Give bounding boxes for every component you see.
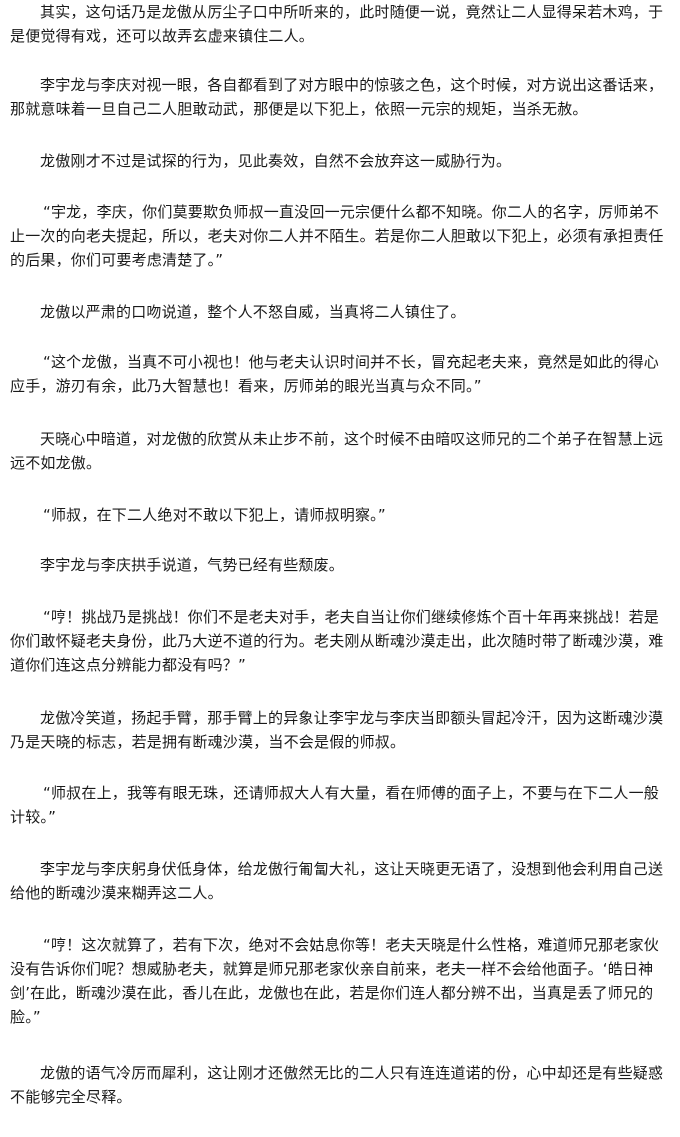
paragraph-4: “宇龙，李庆，你们莫要欺负师叔一直没回一元宗便什么都不知晓。你二人的名字，厉师弟… [10, 203, 664, 269]
paragraph-12: “师叔在上，我等有眼无珠，还请师叔大人有大量，看在师傅的面子上，不要与在下二人一… [10, 784, 659, 826]
paragraph-8: “师叔，在下二人绝对不敢以下犯上，请师叔明察。” [43, 506, 386, 524]
paragraph-14: “哼！这次就算了，若有下次，绝对不会姑息你等！老夫天晓是什么性格，难道师兄那老家… [10, 936, 659, 1026]
paragraph-11: 龙傲冷笑道，扬起手臂，那手臂上的异象让李宇龙与李庆当即额头冒起冷汗，因为这断魂沙… [10, 709, 664, 751]
paragraph-6: “这个龙傲，当真不可小视也！他与老夫认识时间并不长，冒充起老夫来，竟然是如此的得… [10, 353, 659, 395]
paragraph-1: 其实，这句话乃是龙傲从厉尘子口中所听来的，此时随便一说，竟然让二人显得呆若木鸡，… [10, 3, 664, 45]
paragraph-15: 龙傲的语气冷厉而犀利，这让刚才还傲然无比的二人只有连连道诺的份，心中却还是有些疑… [10, 1064, 664, 1106]
paragraph-7: 天晓心中暗道，对龙傲的欣赏从未止步不前，这个时候不由暗叹这师兄的二个弟子在智慧上… [10, 430, 664, 472]
paragraph-5: 龙傲以严肃的口吻说道，整个人不怒自威，当真将二人镇住了。 [40, 303, 466, 321]
paragraph-3: 龙傲刚才不过是试探的行为，见此奏效，自然不会放弃这一威胁行为。 [40, 152, 512, 170]
paragraph-13: 李宇龙与李庆躬身伏低身体，给龙傲行匍匐大礼，这让天晓更无语了，没想到他会利用自己… [10, 860, 664, 902]
paragraph-9: 李宇龙与李庆拱手说道，气势已经有些颓废。 [40, 556, 345, 574]
paragraph-2: 李宇龙与李庆对视一眼，各自都看到了对方眼中的惊骇之色，这个时候，对方说出这番话来… [10, 76, 664, 118]
paragraph-10: “哼！挑战乃是挑战！你们不是老夫对手，老夫自当让你们继续修炼个百十年再来挑战！若… [10, 608, 664, 674]
